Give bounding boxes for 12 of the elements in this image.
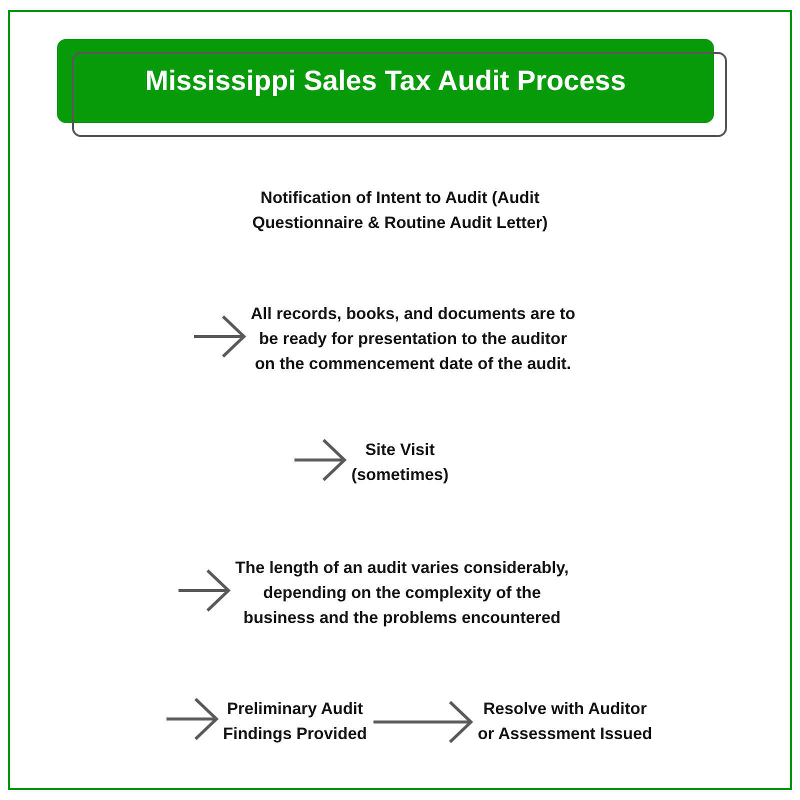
step-text: Notification of Intent to Audit (Audit Questionnaire & Routine Audit Letter) bbox=[252, 188, 548, 234]
title-banner: Mississippi Sales Tax Audit Process bbox=[57, 39, 714, 123]
step-text: The length of an audit varies considerably, depending on the complexity of the business and the problems encountered bbox=[234, 556, 570, 631]
arrow bbox=[194, 315, 246, 358]
step-text: All records, books, and documents are to be ready for presentation to the auditor on the commencement date of the audit. bbox=[250, 302, 576, 377]
step-text: Resolve with Auditor or Assessment Issued bbox=[477, 697, 653, 747]
arrow bbox=[294, 438, 346, 482]
arrow bbox=[178, 569, 230, 612]
step-text: Site Visit (sometimes) bbox=[350, 438, 450, 488]
step-text: Preliminary Audit Findings Provided bbox=[222, 697, 368, 747]
arrow bbox=[374, 700, 472, 744]
arrow bbox=[166, 698, 218, 740]
